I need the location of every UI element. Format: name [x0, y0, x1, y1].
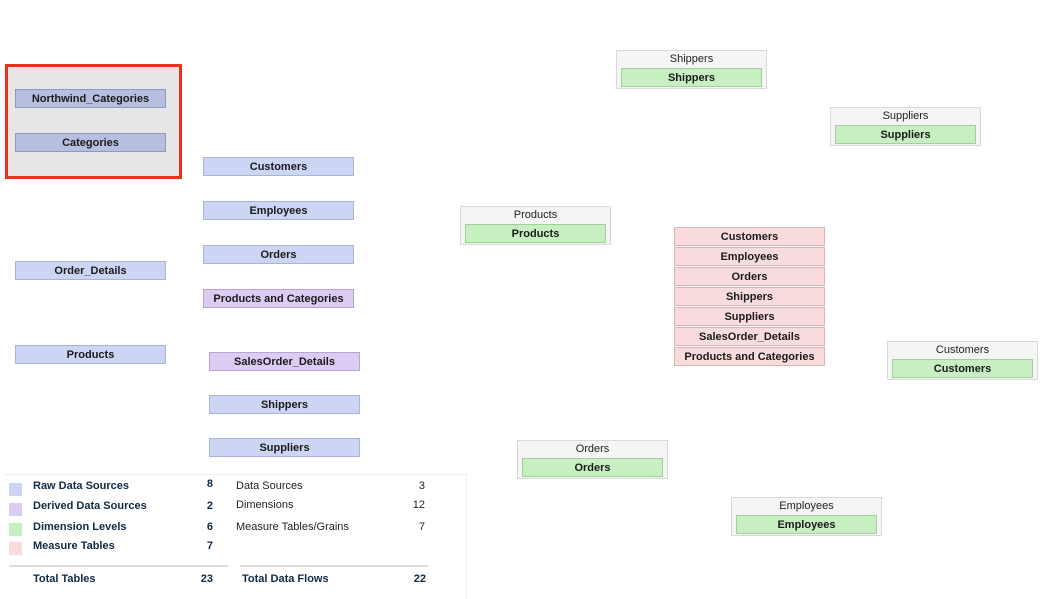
- legend-swatch-measures: [9, 542, 22, 555]
- measure-employees[interactable]: Employees: [674, 247, 825, 266]
- legend-label-derived: Derived Data Sources: [33, 500, 147, 512]
- legend-label-total-tables: Total Tables: [33, 573, 96, 585]
- measure-products-and-categories[interactable]: Products and Categories: [674, 347, 825, 366]
- selected-source-group[interactable]: [5, 64, 182, 179]
- measure-suppliers[interactable]: Suppliers: [674, 307, 825, 326]
- level-employees[interactable]: Employees: [736, 515, 877, 534]
- stats-divider: [240, 565, 428, 567]
- stat-value-total-flows: 22: [413, 573, 426, 585]
- dimension-orders[interactable]: Orders Orders: [517, 440, 668, 479]
- stat-label-measure-grains: Measure Tables/Grains: [236, 521, 349, 533]
- dimension-employees[interactable]: Employees Employees: [731, 497, 882, 536]
- legend-divider: [9, 565, 228, 567]
- stat-label-data-sources: Data Sources: [236, 480, 303, 492]
- level-products[interactable]: Products: [465, 224, 606, 243]
- measure-orders[interactable]: Orders: [674, 267, 825, 286]
- source-employees[interactable]: Employees: [203, 201, 354, 220]
- dimension-suppliers[interactable]: Suppliers Suppliers: [830, 107, 981, 146]
- level-orders[interactable]: Orders: [522, 458, 663, 477]
- dimension-products[interactable]: Products Products: [460, 206, 611, 245]
- dimension-shippers[interactable]: Shippers Shippers: [616, 50, 767, 89]
- source-categories[interactable]: Categories: [15, 133, 166, 152]
- source-products-and-categories[interactable]: Products and Categories: [203, 289, 354, 308]
- legend-value-measures: 7: [206, 540, 213, 552]
- level-suppliers[interactable]: Suppliers: [835, 125, 976, 144]
- stat-value-measure-grains: 7: [418, 521, 425, 533]
- level-shippers[interactable]: Shippers: [621, 68, 762, 87]
- legend-value-total-tables: 23: [200, 573, 213, 585]
- dimension-title: Employees: [779, 500, 834, 512]
- dimension-title: Suppliers: [882, 110, 929, 122]
- measure-shippers[interactable]: Shippers: [674, 287, 825, 306]
- source-northwind-categories[interactable]: Northwind_Categories: [15, 89, 166, 108]
- source-customers[interactable]: Customers: [203, 157, 354, 176]
- dimension-customers[interactable]: Customers Customers: [887, 341, 1038, 380]
- stat-label-total-flows: Total Data Flows: [242, 573, 329, 585]
- legend-swatch-raw: [9, 483, 22, 496]
- measure-customers[interactable]: Customers: [674, 227, 825, 246]
- source-order-details[interactable]: Order_Details: [15, 261, 166, 280]
- source-suppliers[interactable]: Suppliers: [209, 438, 360, 457]
- dimension-title: Shippers: [669, 53, 714, 65]
- measure-salesorder-details[interactable]: SalesOrder_Details: [674, 327, 825, 346]
- dimension-title: Customers: [935, 344, 990, 356]
- source-shippers[interactable]: Shippers: [209, 395, 360, 414]
- stat-value-data-sources: 3: [418, 480, 425, 492]
- stat-value-dimensions: 12: [412, 499, 425, 511]
- legend-value-derived: 2: [206, 500, 213, 512]
- legend-value-levels: 6: [206, 521, 213, 533]
- legend-swatch-derived: [9, 503, 22, 516]
- dimension-title: Products: [513, 209, 558, 221]
- dimension-title: Orders: [575, 443, 610, 455]
- legend-label-raw: Raw Data Sources: [33, 480, 129, 492]
- legend-swatch-levels: [9, 523, 22, 536]
- legend-label-levels: Dimension Levels: [33, 521, 127, 533]
- legend-value-raw: 8: [206, 478, 213, 490]
- source-products[interactable]: Products: [15, 345, 166, 364]
- source-salesorder-details[interactable]: SalesOrder_Details: [209, 352, 360, 371]
- source-orders[interactable]: Orders: [203, 245, 354, 264]
- summary-panel: [4, 474, 467, 599]
- level-customers[interactable]: Customers: [892, 359, 1033, 378]
- stat-label-dimensions: Dimensions: [236, 499, 294, 511]
- legend-label-measures: Measure Tables: [33, 540, 115, 552]
